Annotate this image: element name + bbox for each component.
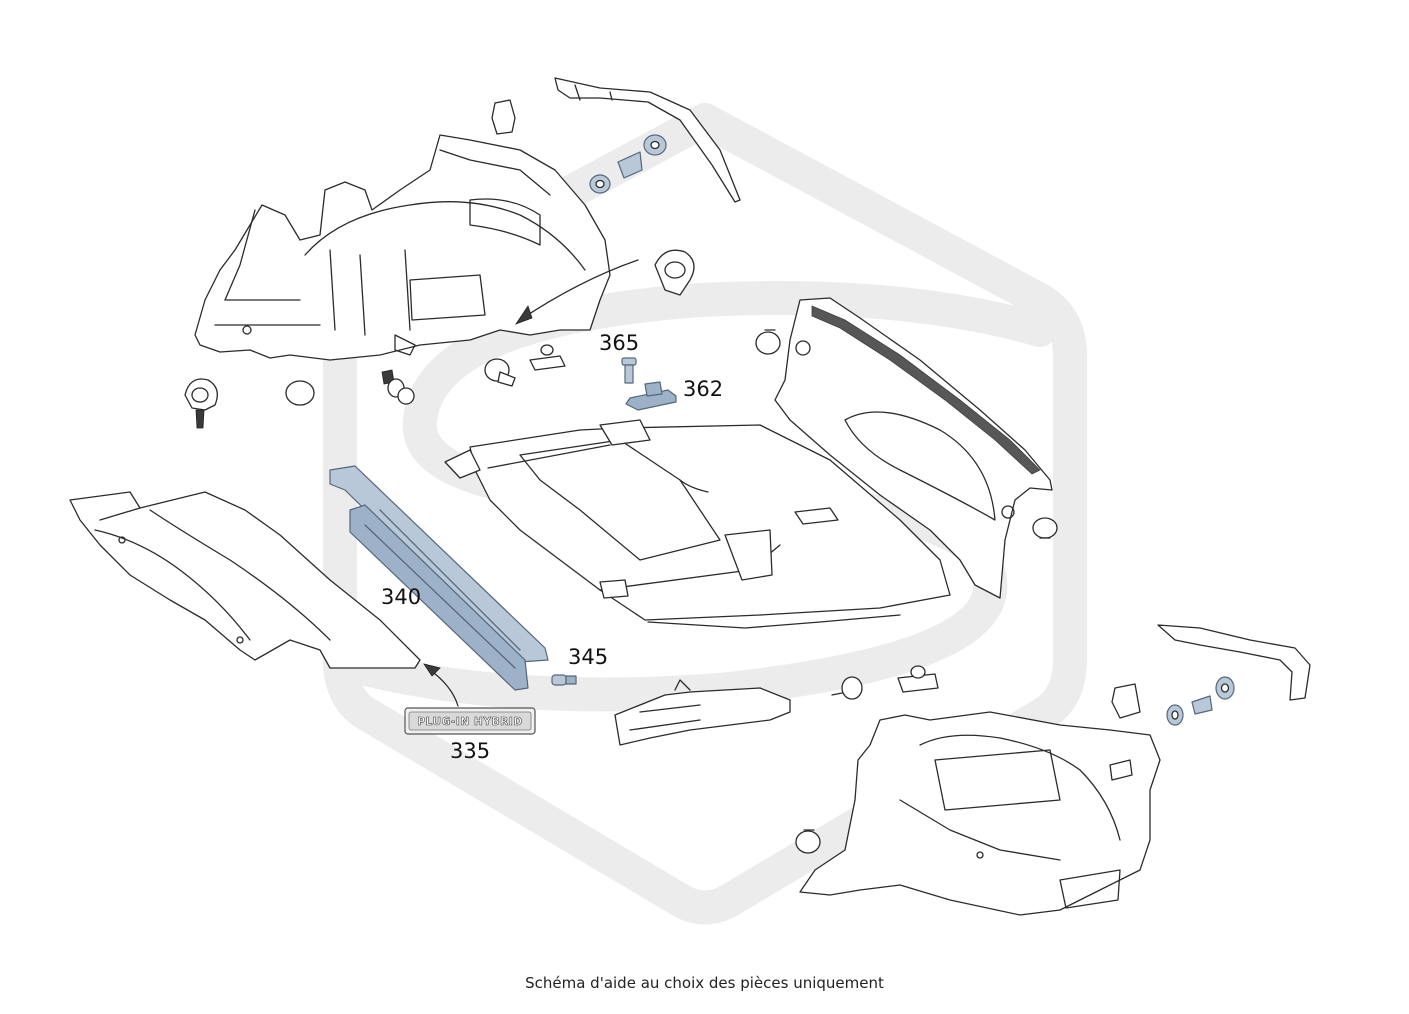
clip-lower-2[interactable] <box>897 665 939 693</box>
disclaimer-caption: Schéma d'aide au choix des pièces unique… <box>525 974 884 992</box>
callout-340: 340 <box>381 585 421 609</box>
push-rivet-right-upper[interactable] <box>755 329 781 355</box>
part-335-badge[interactable]: PLUG-IN HYBRID <box>404 707 536 735</box>
clip-center-2[interactable] <box>529 344 566 371</box>
lower-center-bracket[interactable] <box>614 679 791 746</box>
lower-seal-strip[interactable] <box>1157 624 1311 701</box>
callout-365: 365 <box>599 331 639 355</box>
left-lower-side-panel[interactable] <box>69 491 421 669</box>
right-quarter-trim-panel[interactable] <box>799 711 1161 916</box>
rear-sill-scuff-panel[interactable] <box>774 297 1053 599</box>
badge-text: PLUG-IN HYBRID <box>417 716 522 728</box>
clip-center-1[interactable] <box>484 358 516 387</box>
arrow-into-panel <box>514 259 639 325</box>
callout-335: 335 <box>450 739 490 763</box>
part-345-fastener[interactable] <box>551 674 577 686</box>
callout-345: 345 <box>568 645 608 669</box>
part-362-bracket[interactable] <box>625 381 677 411</box>
arrow-to-badge <box>423 663 459 707</box>
callouts: 365 362 340 345 335 <box>381 331 723 763</box>
tie-down-hook-left[interactable] <box>184 378 218 429</box>
top-small-clip[interactable] <box>491 99 516 135</box>
upper-seal-strip[interactable] <box>554 77 741 203</box>
clip-lower-right[interactable] <box>1111 683 1141 719</box>
callout-362: 362 <box>683 377 723 401</box>
left-quarter-trim-panel[interactable] <box>194 134 611 361</box>
grommet-set-lower[interactable] <box>1166 676 1235 726</box>
push-rivet-lower-left[interactable] <box>795 829 821 854</box>
push-rivet-right-side[interactable] <box>1032 517 1058 539</box>
clip-lower-1[interactable] <box>831 676 863 700</box>
push-rivet-left[interactable] <box>381 369 415 405</box>
grommet-set-top[interactable] <box>589 134 667 194</box>
cargo-floor-cover[interactable] <box>444 419 951 629</box>
tie-down-hook-right-upper[interactable] <box>654 249 695 296</box>
part-340-trim-bar[interactable] <box>329 465 549 691</box>
round-cap-left[interactable] <box>285 380 315 406</box>
part-365-bolt[interactable] <box>621 357 637 384</box>
